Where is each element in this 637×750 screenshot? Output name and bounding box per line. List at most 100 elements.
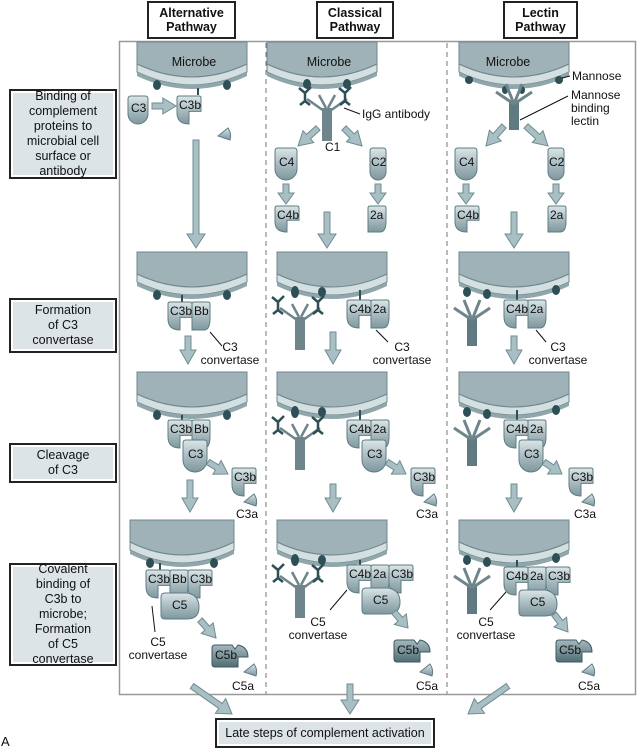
mbl-arm [453, 426, 473, 442]
label-line: lectin [571, 114, 600, 128]
igg-antibody-label: IgG antibody [362, 107, 431, 121]
progression-arrow [179, 335, 197, 366]
header-lectin-pathway: Lectin Pathway [503, 1, 578, 39]
c3b-protein-text: C3b [190, 572, 213, 586]
final-arrow [340, 683, 360, 715]
cleavage-arrow [205, 458, 229, 475]
c2a-protein-text: 2a [530, 569, 544, 583]
c4-protein-text: C4 [459, 155, 475, 169]
microbe-label: Microbe [306, 55, 352, 69]
step-line: complement [28, 104, 98, 118]
c2a-protein [367, 205, 387, 233]
surface-receptor [318, 555, 326, 565]
c3-protein-text: C3 [131, 101, 147, 115]
pointer-line [561, 75, 571, 79]
label-line: C3 [550, 340, 566, 354]
c1-arm [279, 426, 298, 442]
pointer-line [535, 329, 547, 343]
progression-arrow [505, 483, 523, 514]
igg-antibody [271, 563, 285, 583]
c2a-protein [370, 299, 390, 329]
cleavage-arrow [297, 125, 321, 147]
step-line: C3b to [44, 592, 82, 606]
step-line: of C3 [48, 463, 78, 477]
label-line: convertase [128, 648, 188, 662]
c3a-label: C3a [574, 507, 597, 521]
label-line: convertase [528, 353, 588, 367]
c5-convertase-label: C5 convertase [288, 616, 348, 642]
c4b-protein-text: C4b [506, 569, 529, 583]
c4-protein-text: C4 [279, 155, 295, 169]
c3-protein [127, 95, 149, 125]
c4b-protein-text: C4b [277, 208, 300, 222]
mannose [463, 407, 471, 417]
header-line1: Classical [327, 6, 383, 20]
c3-convertase-label: C3 convertase [528, 341, 588, 367]
c3b-protein [568, 467, 594, 497]
c2-protein-text: C2 [371, 155, 387, 169]
cleavage-arrow [197, 617, 217, 639]
step-cleavage-c3: Cleavage of C3 [9, 443, 117, 483]
c3-protein [361, 439, 387, 473]
mannose [483, 557, 491, 567]
mbl-arm [471, 574, 491, 590]
conversion-arrow [369, 183, 387, 205]
pointer-line [151, 605, 156, 633]
mbl-arm [470, 419, 482, 441]
microbe-membrane-inner [130, 550, 234, 567]
label-line: binding [571, 101, 610, 115]
mannose [465, 76, 473, 84]
final-arrow [467, 682, 511, 715]
igg-antibody [338, 86, 352, 106]
c5-protein [518, 589, 558, 617]
c3-protein-text: C3 [367, 447, 383, 461]
surface-receptor [552, 405, 560, 415]
conversion-arrow [151, 97, 177, 115]
surface-receptor [318, 407, 326, 417]
c5b-protein [211, 644, 249, 668]
pointer-line [489, 591, 507, 611]
surface-receptor [223, 410, 231, 420]
header-line2: Pathway [166, 20, 217, 34]
c1-arm [290, 571, 301, 586]
c2-protein [547, 147, 565, 181]
mannose [555, 76, 563, 84]
c5b-protein [393, 639, 431, 663]
label-line: C5 [478, 615, 494, 629]
c3b-protein [410, 467, 436, 497]
c4b-protein [454, 205, 480, 233]
label-line: convertase [200, 353, 260, 367]
c3b-protein [231, 467, 257, 497]
progression-arrow [324, 483, 342, 514]
cleavage-arrow [384, 458, 407, 475]
c2a-protein [547, 205, 567, 233]
c2a-protein-text: 2a [530, 302, 544, 316]
label-line: convertase [372, 353, 432, 367]
c4-protein [454, 147, 478, 181]
surface-receptor [223, 290, 231, 300]
surface-receptor [552, 553, 560, 563]
label-line: convertase [456, 628, 516, 642]
progression-arrow [505, 335, 523, 366]
microbe-membrane-inner [137, 282, 247, 299]
mbl-arm [471, 306, 491, 322]
progression-arrow [181, 479, 199, 514]
surface-receptor [153, 80, 161, 90]
progression-arrow [504, 211, 524, 249]
c5-convertase-label: C5 convertase [128, 636, 188, 662]
mbl-arm [471, 426, 491, 442]
c3b-protein-text: C3b [413, 470, 436, 484]
panel-letter: A [1, 734, 10, 749]
mbl-arm [470, 299, 482, 321]
c5-protein-text: C5 [373, 593, 389, 607]
c5a-label: C5a [578, 679, 601, 693]
c3a-fragment [422, 493, 438, 507]
label-line: C3 [222, 340, 238, 354]
cleavage-arrow [523, 123, 549, 147]
cleavage-arrow [391, 609, 409, 629]
step-c5-convertase: Covalent binding of C3b to microbe; Form… [9, 562, 117, 666]
c1-arm [299, 423, 310, 438]
c3-protein [182, 439, 208, 473]
igg-antibody [271, 295, 285, 315]
step-line: Formation [34, 303, 92, 317]
